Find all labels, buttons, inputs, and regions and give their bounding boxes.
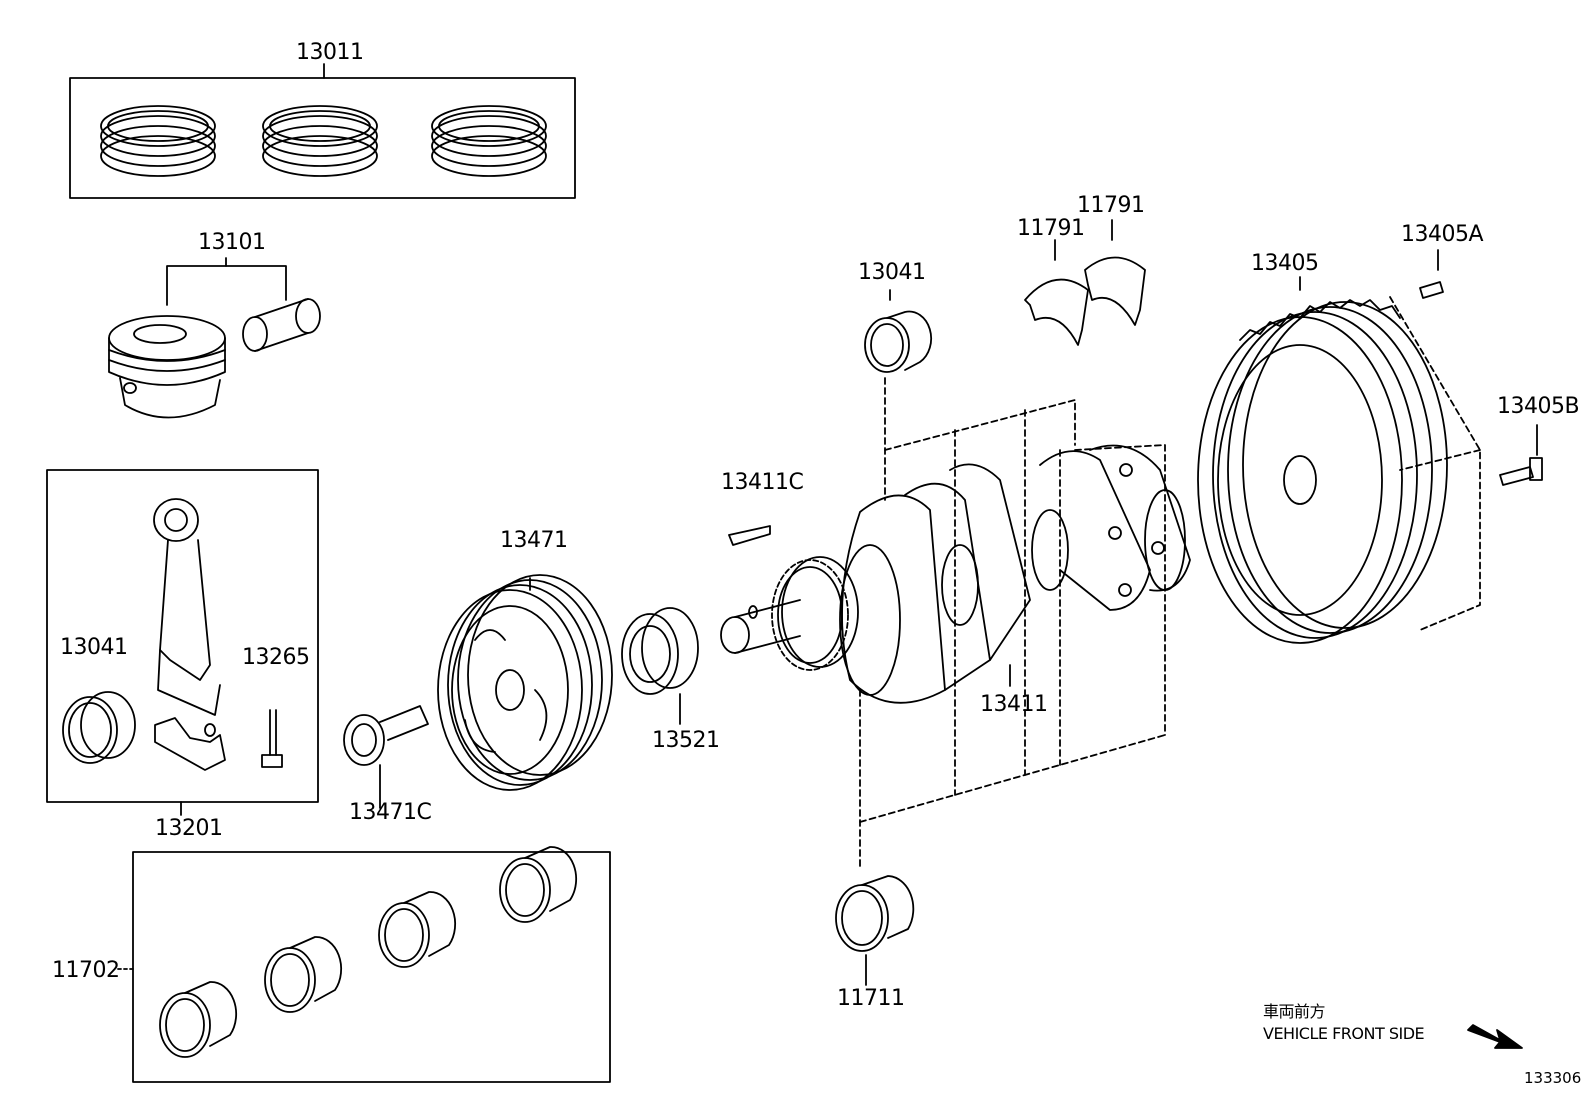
direction-label-en: VEHICLE FRONT SIDE [1263, 1024, 1425, 1043]
ring-stack-1 [100, 105, 216, 177]
flywheel-pin [1419, 249, 1444, 299]
piston-assembly [108, 257, 321, 419]
part-label-13265: 13265 [242, 645, 310, 670]
main-bearing-upper [864, 289, 933, 373]
part-label-13011: 13011 [296, 40, 364, 65]
part-label-13041-main: 13041 [858, 260, 926, 285]
part-label-11711: 11711 [837, 986, 905, 1011]
part-label-13411: 13411 [980, 692, 1048, 717]
part-label-13471c: 13471C [349, 800, 432, 825]
direction-label-jp: 車両前方 [1263, 1002, 1326, 1021]
bearing-set [117, 846, 611, 1083]
part-label-11791-a: 11791 [1017, 216, 1085, 241]
part-label-11702: 11702 [52, 958, 120, 983]
part-label-13471: 13471 [500, 528, 568, 553]
part-label-13411c: 13411C [721, 470, 804, 495]
flywheel-bolt [1499, 424, 1543, 486]
flywheel [1197, 276, 1481, 644]
crankshaft [720, 377, 1191, 869]
ring-stack-3 [431, 105, 547, 177]
part-label-11791-b: 11791 [1077, 193, 1145, 218]
piston-ring-set [69, 63, 576, 199]
part-label-13405b: 13405B [1497, 394, 1580, 419]
part-label-13405: 13405 [1251, 251, 1319, 276]
part-label-13521: 13521 [652, 728, 720, 753]
ring-stack-2 [262, 105, 378, 177]
part-label-13405a: 13405A [1401, 222, 1484, 247]
crank-sprocket [621, 607, 699, 725]
front-direction-arrow [1467, 1024, 1523, 1049]
part-label-13201: 13201 [155, 816, 223, 841]
connecting-rod-set [46, 469, 319, 816]
thrust-washers [1024, 219, 1146, 346]
part-label-13041-conrod: 13041 [60, 635, 128, 660]
diagram-id: 133306 [1524, 1069, 1582, 1087]
main-bearing-lower [835, 875, 915, 986]
part-label-13101: 13101 [198, 230, 266, 255]
crank-key [728, 525, 771, 546]
pulley-bolt [343, 705, 429, 809]
crank-pulley [437, 574, 613, 791]
